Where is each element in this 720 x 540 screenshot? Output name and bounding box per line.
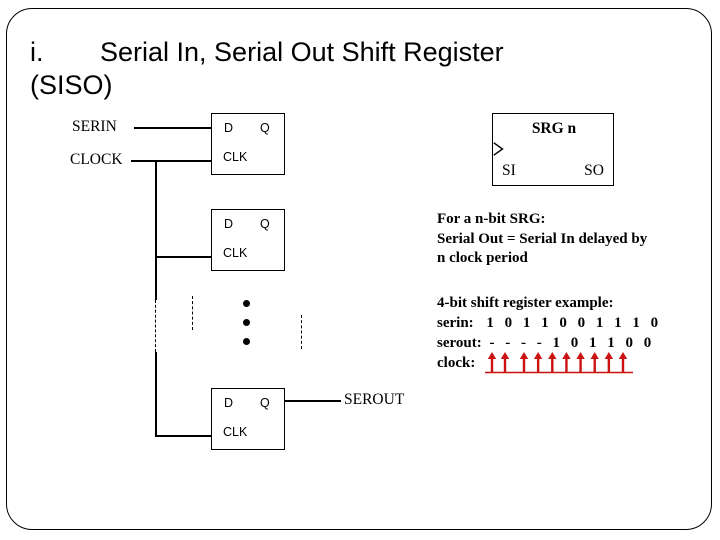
serout-label: SEROUT bbox=[344, 391, 405, 408]
flipflop-1: D Q CLK bbox=[211, 113, 285, 175]
page-title: i. Serial In, Serial Out Shift Register (… bbox=[30, 36, 670, 102]
ellipsis-dot-3 bbox=[243, 338, 250, 345]
serin-label: SERIN bbox=[72, 118, 117, 135]
example-serin-row: serin: 1 0 1 1 0 0 1 1 1 0 bbox=[437, 315, 662, 335]
nbit-note-line-2: Serial Out = Serial In delayed by bbox=[437, 230, 648, 247]
flipflop-2-q-pin: Q bbox=[260, 217, 270, 231]
nbit-note-line-3: n clock period bbox=[437, 250, 528, 266]
flipflop-1-q-pin: Q bbox=[260, 121, 270, 135]
flipflop-1-clk-pin: CLK bbox=[223, 150, 248, 164]
srg-serial-out-pin: SO bbox=[584, 162, 604, 179]
clock-edge-arrow-6 bbox=[562, 352, 571, 372]
flipflop-3-q-pin: Q bbox=[260, 396, 270, 410]
srg-serial-in-pin: SI bbox=[502, 162, 516, 179]
clock-label: CLOCK bbox=[70, 151, 123, 168]
wire-clock-bus-lower bbox=[155, 352, 157, 436]
example-heading: 4-bit shift register example: bbox=[437, 295, 614, 311]
example-clock-row: clock: bbox=[437, 352, 662, 379]
title-text-line1: Serial In, Serial Out Shift Register bbox=[100, 37, 504, 67]
dashed-continuation-left bbox=[192, 296, 193, 330]
wire-ff3-q-to-serout bbox=[285, 400, 341, 402]
wire-serin-to-ff1-d bbox=[134, 127, 211, 129]
clock-edge-arrow-5 bbox=[548, 352, 557, 372]
example-serin-label: serin: bbox=[437, 315, 474, 331]
example-serout-bits: - - - - 1 0 1 1 0 0 bbox=[489, 335, 655, 351]
clock-edge-arrow-1 bbox=[487, 352, 497, 372]
srg-block: SRG n SI SO bbox=[492, 113, 614, 186]
title-number: i. bbox=[30, 37, 44, 67]
flipflop-1-d-pin: D bbox=[224, 121, 234, 135]
srg-block-title: SRG n bbox=[531, 120, 577, 137]
clock-edge-arrow-7 bbox=[576, 352, 585, 372]
flipflop-2-clk-pin: CLK bbox=[223, 246, 248, 260]
ellipsis-dot-1 bbox=[243, 300, 250, 307]
clock-edge-arrow-2 bbox=[500, 352, 510, 372]
slide-border-frame bbox=[6, 8, 712, 530]
example-clock-label: clock: bbox=[437, 355, 476, 371]
clock-edge-arrow-4 bbox=[533, 352, 543, 372]
wire-clock-to-ff2-clk bbox=[155, 256, 212, 258]
example-serout-label: serout: bbox=[437, 335, 482, 351]
nbit-note-line-1: For a n-bit SRG: bbox=[437, 211, 546, 227]
clock-edge-arrow-10 bbox=[618, 352, 628, 372]
clock-triangle-icon bbox=[493, 142, 504, 156]
example-serout-row: serout: - - - - 1 0 1 1 0 0 bbox=[437, 335, 662, 355]
example-serin-bits: 1 0 1 1 0 0 1 1 1 0 bbox=[486, 315, 662, 331]
flipflop-3-d-pin: D bbox=[224, 396, 234, 410]
wire-clock-to-ff3-clk bbox=[155, 435, 212, 437]
clock-edge-arrow-9 bbox=[604, 352, 614, 372]
flipflop-2-d-pin: D bbox=[224, 217, 234, 231]
shift-register-example: 4-bit shift register example: serin: 1 0… bbox=[437, 295, 662, 379]
clock-edge-arrows-icon bbox=[485, 351, 633, 375]
wire-clock-bus-dashed bbox=[155, 300, 156, 352]
flipflop-3: D Q CLK bbox=[211, 388, 285, 450]
clock-edge-arrow-8 bbox=[590, 352, 599, 372]
ellipsis-dot-2 bbox=[243, 319, 250, 326]
wire-clock-to-ff1-clk bbox=[131, 160, 211, 162]
wire-clock-bus-upper bbox=[155, 160, 157, 300]
nbit-srg-note: For a n-bit SRG: Serial Out = Serial In … bbox=[437, 210, 647, 269]
flipflop-2: D Q CLK bbox=[211, 209, 285, 271]
dashed-continuation-right bbox=[301, 315, 302, 349]
title-text-line2: (SISO) bbox=[30, 70, 113, 100]
clock-edge-arrow-3 bbox=[519, 352, 529, 372]
flipflop-3-clk-pin: CLK bbox=[223, 425, 248, 439]
